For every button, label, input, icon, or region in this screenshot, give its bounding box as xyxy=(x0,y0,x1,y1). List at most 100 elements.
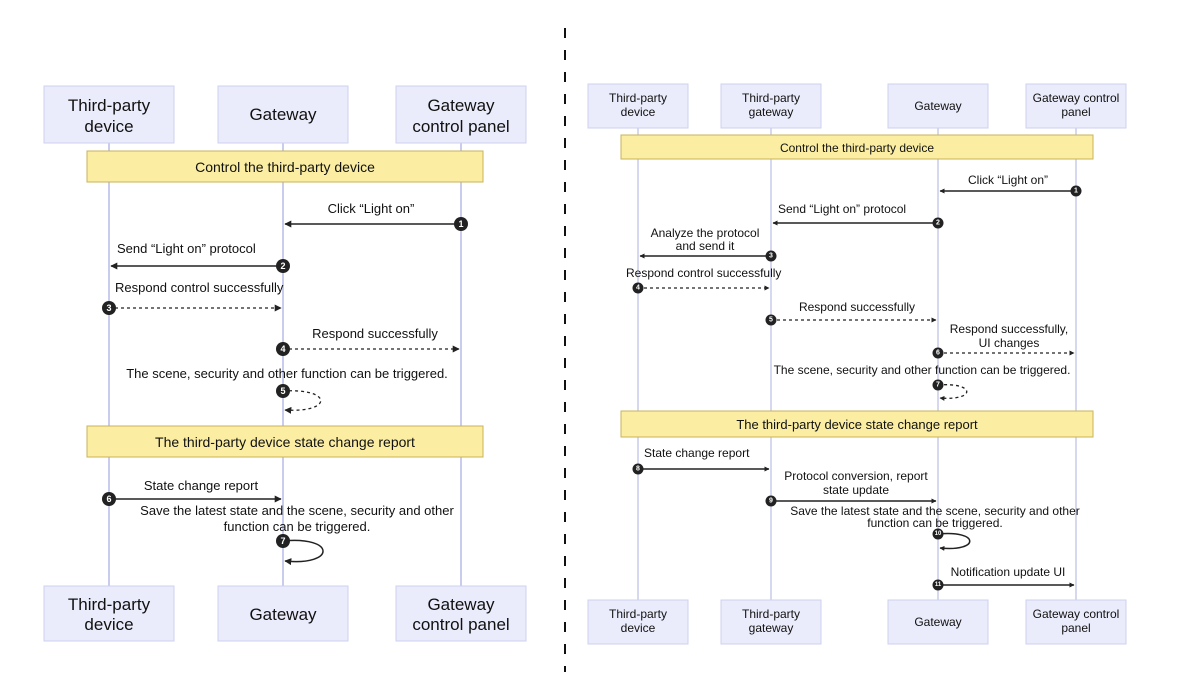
step-number: 6 xyxy=(936,350,940,357)
participant-label: device xyxy=(621,105,656,119)
step-label: Save the latest state and the scene, sec… xyxy=(790,504,1080,518)
step-number: 11 xyxy=(935,582,942,588)
step-label: state update xyxy=(823,483,889,497)
step-label: UI changes xyxy=(979,336,1040,350)
participant-third-party-device-bottom: Third-party device xyxy=(43,585,175,642)
step-1: Click “Light on” 1 xyxy=(284,201,468,231)
step-label: function can be triggered. xyxy=(224,519,371,534)
left-sequence-diagram: Third-party device Gateway Gateway contr… xyxy=(43,85,527,642)
step-badge xyxy=(632,463,644,475)
step-label: Click “Light on” xyxy=(968,173,1048,187)
step-number: 5 xyxy=(769,317,773,324)
participant-gateway-top: Gateway xyxy=(217,85,349,144)
participant-third-party-device-top: Third-party device xyxy=(587,83,689,129)
step-number: 3 xyxy=(106,303,111,313)
step-2: Send “Light on” protocol 2 xyxy=(772,202,944,229)
participant-label: Gateway xyxy=(249,605,317,624)
participant-label: Third-party xyxy=(609,607,667,621)
step-6: Respond successfully, UI changes 6 xyxy=(932,322,1075,359)
participant-label: Gateway xyxy=(249,105,317,124)
step-badge xyxy=(932,347,944,359)
step-badge xyxy=(276,384,290,398)
participant-gateway-control-panel-top: Gateway control panel xyxy=(1025,83,1127,129)
step-number: 8 xyxy=(636,466,640,473)
step-badge xyxy=(932,579,944,591)
step-number: 1 xyxy=(458,219,463,229)
step-5: The scene, security and other function c… xyxy=(126,366,448,414)
step-badge xyxy=(102,492,116,506)
step-5: Respond successfully 5 xyxy=(765,300,937,326)
participant-label: control panel xyxy=(412,117,509,136)
step-3: Analyze the protocol and send it 3 xyxy=(639,226,777,262)
participant-gateway-bottom: Gateway xyxy=(887,599,989,645)
step-number: 10 xyxy=(935,531,942,537)
step-badge xyxy=(765,250,777,262)
participant-label: panel xyxy=(1061,621,1090,635)
step-number: 2 xyxy=(936,220,940,227)
step-3: Respond control successfully 3 xyxy=(102,280,284,315)
step-1: Click “Light on” 1 xyxy=(939,173,1082,197)
section-control-band: Control the third-party device xyxy=(620,134,1094,160)
participant-label: control panel xyxy=(412,615,509,634)
participant-gateway-control-panel-bottom: Gateway control panel xyxy=(1025,599,1127,645)
step-label: function can be triggered. xyxy=(867,516,1002,530)
participant-third-party-device-bottom: Third-party device xyxy=(587,599,689,645)
step-number: 2 xyxy=(280,261,285,271)
step-number: 5 xyxy=(280,386,285,396)
step-label: Send “Light on” protocol xyxy=(117,241,256,256)
step-label: Respond control successfully xyxy=(626,266,781,280)
participant-label: panel xyxy=(1061,105,1090,119)
step-label: and send it xyxy=(676,239,735,253)
participant-label: Gateway xyxy=(914,99,961,113)
participant-label: Gateway xyxy=(914,615,961,629)
participant-label: Gateway xyxy=(427,595,495,614)
step-label: Respond successfully xyxy=(312,326,438,341)
participant-gateway-bottom: Gateway xyxy=(217,585,349,642)
section-title: Control the third-party device xyxy=(195,159,375,175)
step-6: State change report 6 xyxy=(102,478,282,506)
step-4: Respond control successfully 4 xyxy=(626,266,781,294)
participant-label: device xyxy=(621,621,656,635)
step-label: The scene, security and other function c… xyxy=(126,366,448,381)
section-state-report-band: The third-party device state change repo… xyxy=(86,425,484,458)
step-9: Protocol conversion, report state update… xyxy=(765,469,937,507)
step-2: Send “Light on” protocol 2 xyxy=(110,241,290,273)
step-badge xyxy=(102,301,116,315)
step-label: State change report xyxy=(144,478,259,493)
section-title: The third-party device state change repo… xyxy=(155,434,415,450)
step-8: State change report 8 xyxy=(632,446,770,475)
participant-label: Third-party xyxy=(742,91,800,105)
step-badge xyxy=(932,217,944,229)
participant-gateway-control-panel-bottom: Gateway control panel xyxy=(395,585,527,642)
step-number: 4 xyxy=(636,285,640,292)
participant-label: device xyxy=(84,615,133,634)
step-badge xyxy=(454,217,468,231)
participant-label: Third-party xyxy=(742,607,800,621)
step-4: Respond successfully 4 xyxy=(276,326,460,356)
step-label: Protocol conversion, report xyxy=(784,469,928,483)
step-label: Send “Light on” protocol xyxy=(778,202,906,216)
step-label: The scene, security and other function c… xyxy=(774,363,1071,377)
participant-label: Third-party xyxy=(68,96,151,115)
step-number: 9 xyxy=(769,498,773,505)
participant-label: Gateway xyxy=(427,96,495,115)
step-badge xyxy=(765,314,777,326)
step-11: Notification update UI 11 xyxy=(932,565,1075,591)
step-badge xyxy=(1070,185,1082,197)
step-badge xyxy=(632,282,644,294)
step-label: Click “Light on” xyxy=(328,201,415,216)
step-label: Notification update UI xyxy=(951,565,1066,579)
step-badge xyxy=(276,534,290,548)
step-label: Respond successfully, xyxy=(950,322,1069,336)
section-control-band: Control the third-party device xyxy=(86,150,484,183)
step-10: Save the latest state and the scene, sec… xyxy=(790,504,1080,551)
participant-third-party-device-top: Third-party device xyxy=(43,85,175,144)
step-number: 1 xyxy=(1074,188,1078,195)
step-number: 7 xyxy=(936,382,940,389)
right-sequence-diagram: Third-party device Third-party gateway G… xyxy=(587,83,1127,645)
participant-label: Third-party xyxy=(68,595,151,614)
step-number: 6 xyxy=(106,494,111,504)
step-badge xyxy=(932,379,944,391)
section-state-report-band: The third-party device state change repo… xyxy=(620,410,1094,438)
